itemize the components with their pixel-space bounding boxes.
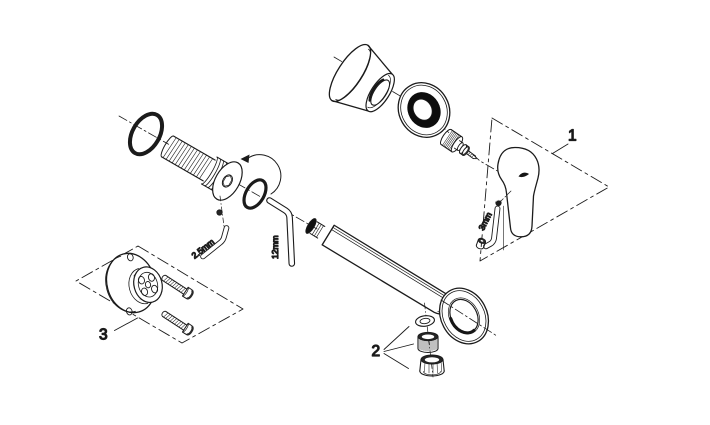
o-ring-large [127, 111, 165, 157]
knurled-nut [440, 128, 464, 153]
handle-plug [475, 237, 487, 250]
callout-label-3: 3 [99, 327, 108, 344]
mounting-flange [105, 252, 163, 316]
callout-box-1 [479, 117, 610, 262]
hex-key-12mm [266, 197, 296, 267]
hex-key-3mm-label: 3mm [476, 211, 493, 232]
callout-label-1: 1 [568, 128, 577, 145]
hex-key-2-5mm [200, 225, 230, 260]
ball-head-screw [495, 199, 502, 207]
handle-sleeve [328, 43, 395, 113]
aerator-insert [417, 331, 439, 353]
spout-rosette [438, 287, 490, 345]
mounting-screw-1 [161, 274, 195, 301]
lever-handle [496, 146, 540, 238]
spout-connector [305, 218, 326, 239]
rotation-arrow [240, 154, 282, 195]
handle-screw [458, 144, 477, 160]
hex-key-12mm-label: 12mm [270, 235, 280, 259]
axis-line-handle-screw [500, 190, 512, 202]
callout-label-2: 2 [372, 343, 381, 360]
mounting-shank [160, 135, 243, 201]
mounting-screw-2 [161, 310, 195, 337]
callout-box-3 [75, 245, 244, 344]
hex-key-3mm [483, 205, 501, 250]
aerator-washer [415, 315, 435, 327]
spout-bar [321, 224, 453, 315]
set-screw-dot [216, 209, 223, 216]
callout-leader-1 [552, 143, 569, 154]
wall-rosette [397, 82, 451, 138]
o-ring-small [242, 178, 268, 210]
callout-leaders-2 [383, 326, 414, 369]
aerator-housing [419, 354, 445, 377]
axis-line-spout-end [440, 299, 498, 337]
callout-leader-3 [114, 317, 138, 331]
grohe-logo-swoosh [518, 172, 529, 178]
